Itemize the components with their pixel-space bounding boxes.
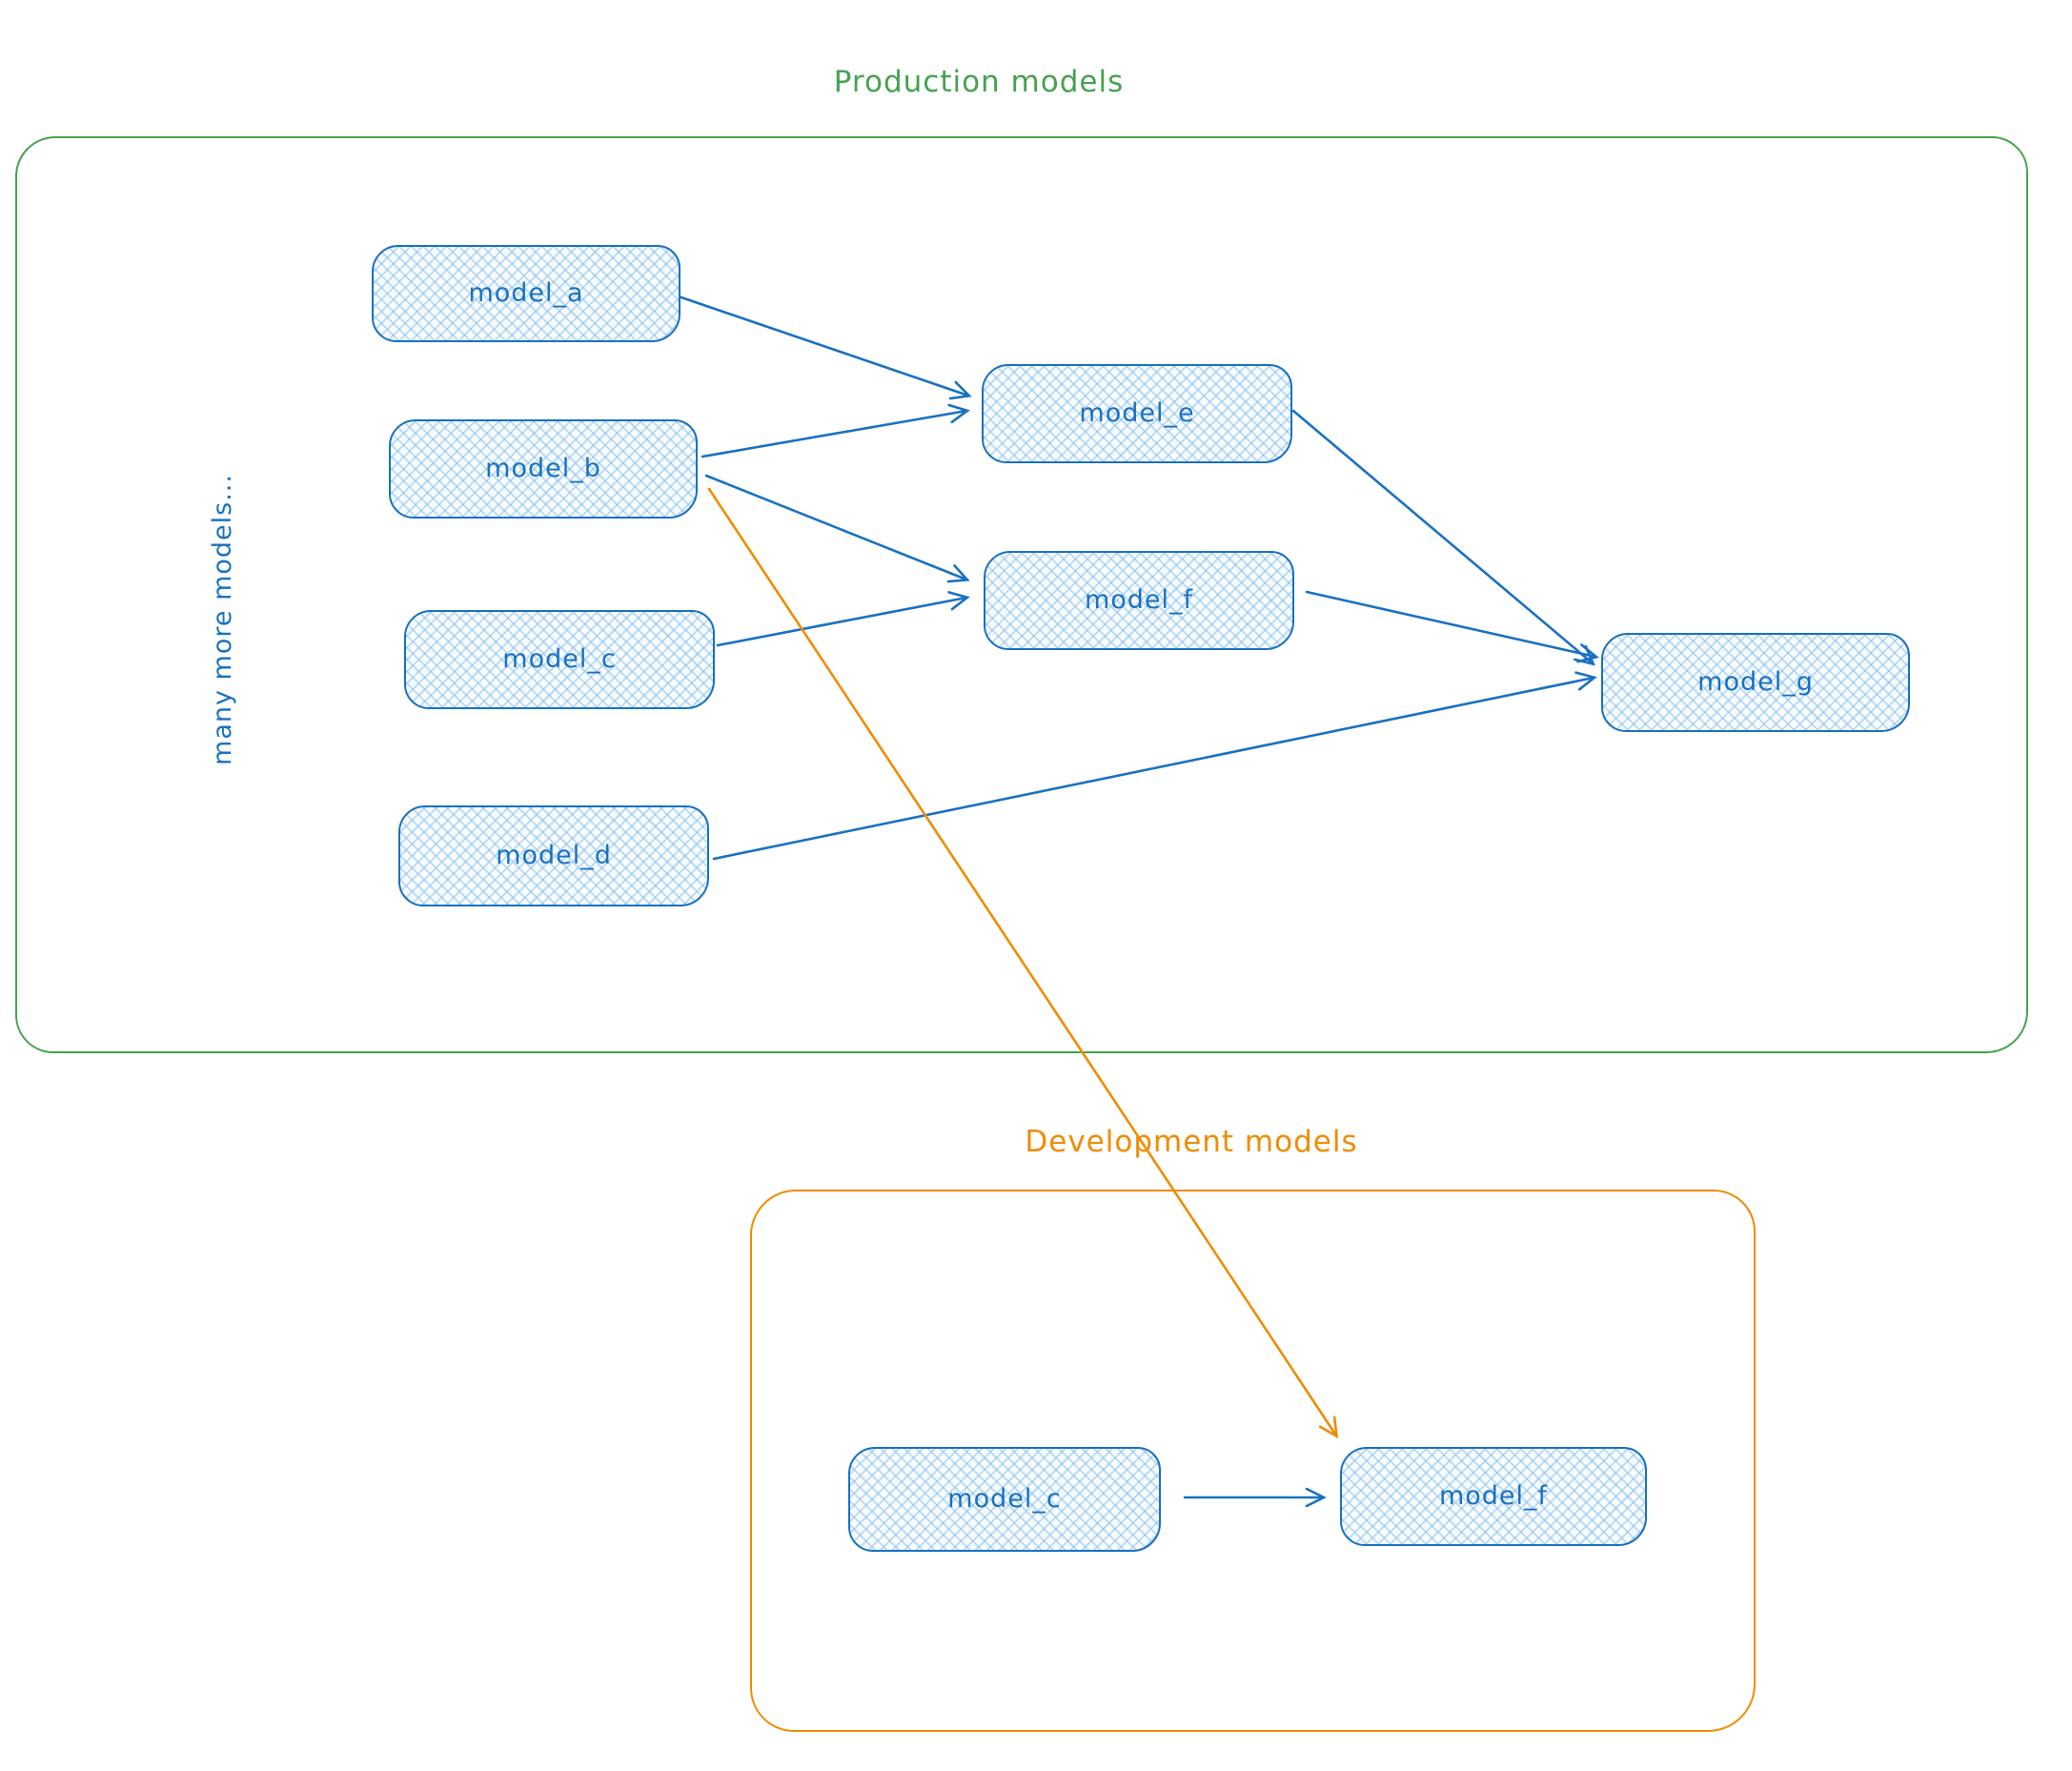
node-model-b: model_b [389, 419, 698, 519]
node-model-a: model_a [372, 245, 681, 342]
node-model-d-label: model_d [496, 840, 612, 870]
node-model-d: model_d [398, 805, 709, 906]
node-model-f: model_f [984, 551, 1294, 650]
node-model-b-label: model_b [485, 453, 601, 483]
node-dev-model-f-label: model_f [1438, 1480, 1549, 1511]
node-model-a-label: model_a [468, 277, 584, 308]
node-dev-model-c-label: model_c [947, 1483, 1062, 1514]
node-dev-model-c: model_c [848, 1447, 1161, 1552]
development-title: Development models [1025, 1125, 1358, 1159]
node-model-g: model_g [1601, 633, 1910, 732]
node-model-f-label: model_f [1084, 584, 1194, 615]
node-dev-model-f: model_f [1340, 1447, 1647, 1546]
many-more-models-note: many more models... [208, 474, 237, 765]
node-model-c: model_c [404, 610, 715, 709]
node-model-g-label: model_g [1697, 666, 1814, 697]
node-model-e-label: model_e [1079, 397, 1195, 428]
node-model-e: model_e [982, 364, 1292, 463]
node-model-c-label: model_c [502, 643, 617, 674]
production-title: Production models [833, 65, 1125, 99]
